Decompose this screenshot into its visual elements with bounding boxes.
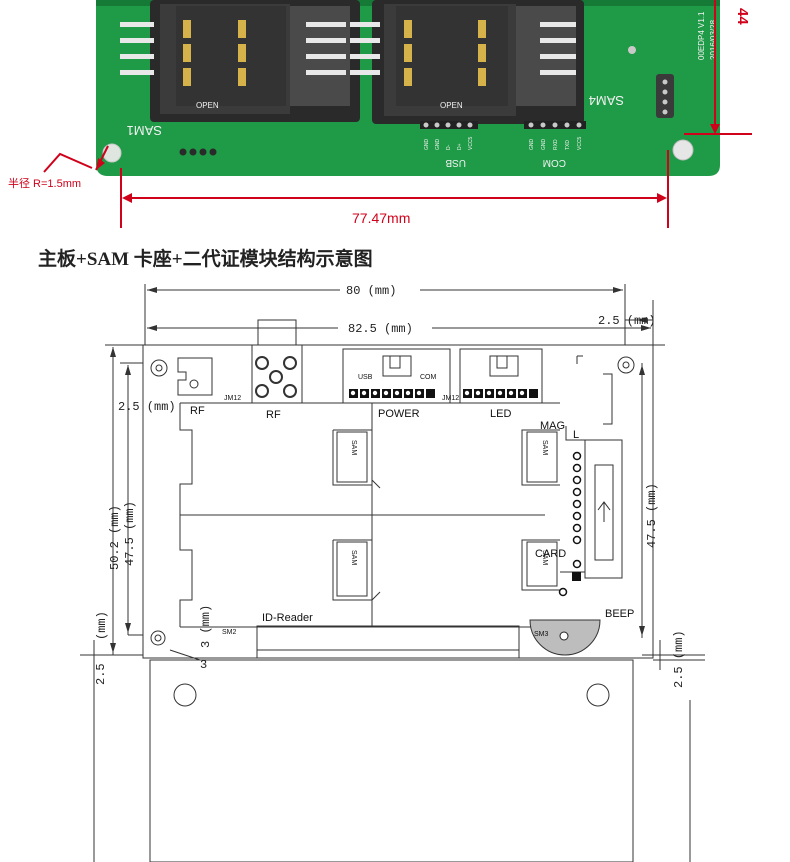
sam-socket-left: OPEN [120,0,360,122]
dim-47-5-left: 47.5 (mm) [123,501,137,566]
svg-text:RXD: RXD [553,139,559,150]
slot-mark-3: SAM [541,440,548,455]
board-date: 2016/03/28 [709,19,718,60]
svg-text:GND: GND [435,139,441,151]
label-card: CARD [535,548,566,560]
com-header: GND GND RXD TXD VCC5 COM [524,121,586,168]
dim-50-2: 50.2 (mm) [108,505,122,570]
label-mag: MAG [540,420,565,432]
slot-mark-1: SAM [350,440,357,455]
svg-text:TXD: TXD [565,140,571,150]
mounting-hole [672,139,694,161]
sam-socket-right: OPEN [350,0,584,124]
dim-3: 3 [200,658,207,672]
sam4-silk: SAM4 [589,93,624,108]
svg-text:D+: D+ [457,143,463,150]
label-jm12-a: JM12 [224,395,241,402]
sam1-silk: SAM1 [127,123,162,138]
label-sm2: SM2 [222,629,237,636]
width-dimension: 77.47mm [120,150,669,228]
svg-text:GND: GND [541,139,547,151]
right-connector [656,74,674,118]
dim-2-5-bottom-right: 2.5 (mm) [672,630,686,688]
dim-80: 80 (mm) [346,284,396,298]
radius-note: 半径 R=1.5mm [8,176,81,190]
label-com: COM [420,374,437,381]
structure-drawing: 80 (mm) 82.5 (mm) 2.5 (mm) 2.5 (mm) 50.2… [80,284,705,862]
label-led: LED [490,408,511,420]
usb-header: GND GND D- D+ VCC5 USB [420,121,478,168]
svg-text:COM: COM [543,157,566,168]
dim-2-5-bottom-left: 2.5 [94,663,108,685]
label-power: POWER [378,408,420,420]
label-id-reader: ID-Reader [262,612,313,624]
dim-2-5-left: 2.5 (mm) [118,400,176,414]
label-rf-left: RF [190,405,205,417]
label-sm3: SM3 [534,631,549,638]
svg-text:D-: D- [446,144,452,150]
dim-47-5-right: 47.5 (mm) [645,483,659,548]
label-beep: BEEP [605,608,634,620]
label-rf: RF [266,409,281,421]
dim-small-left: (mm) [95,611,109,640]
slot-mark-2: SAM [350,550,357,565]
dim-2-5-top: 2.5 (mm) [598,314,656,328]
dim-82-5: 82.5 (mm) [348,322,413,336]
svg-text:VCC5: VCC5 [577,136,583,150]
svg-text:GND: GND [529,139,535,151]
label-jm12-b: JM12 [442,395,459,402]
label-l: L [573,429,579,441]
radius-callout: 半径 R=1.5mm [8,145,109,190]
board-id: 00EDP4 V1.1 [697,11,706,60]
dimension-labels: 80 (mm) 82.5 (mm) 2.5 (mm) 2.5 (mm) 50.2… [94,284,686,688]
slot-mark-4: SAM [541,550,548,565]
width-dim-text: 77.47mm [352,210,410,226]
height-dimension: 44 [684,0,752,135]
svg-text:VCC5: VCC5 [468,136,474,150]
section-heading: 主板+SAM 卡座+二代证模块结构示意图 [38,249,373,270]
component-labels: RF RF JM12 JM12 USB COM POWER LED MAG L … [190,374,634,638]
dim-3-mm: 3 (mm) [199,605,213,648]
svg-text:OPEN: OPEN [196,101,219,110]
pcb-photo: OPEN OPEN SAM1 SAM4 GND GND D- D+ VCC5 U… [0,0,790,232]
svg-text:OPEN: OPEN [440,101,463,110]
svg-text:USB: USB [445,157,466,168]
svg-text:GND: GND [424,139,430,151]
svg-text:44: 44 [734,8,751,25]
label-usb: USB [358,374,373,381]
